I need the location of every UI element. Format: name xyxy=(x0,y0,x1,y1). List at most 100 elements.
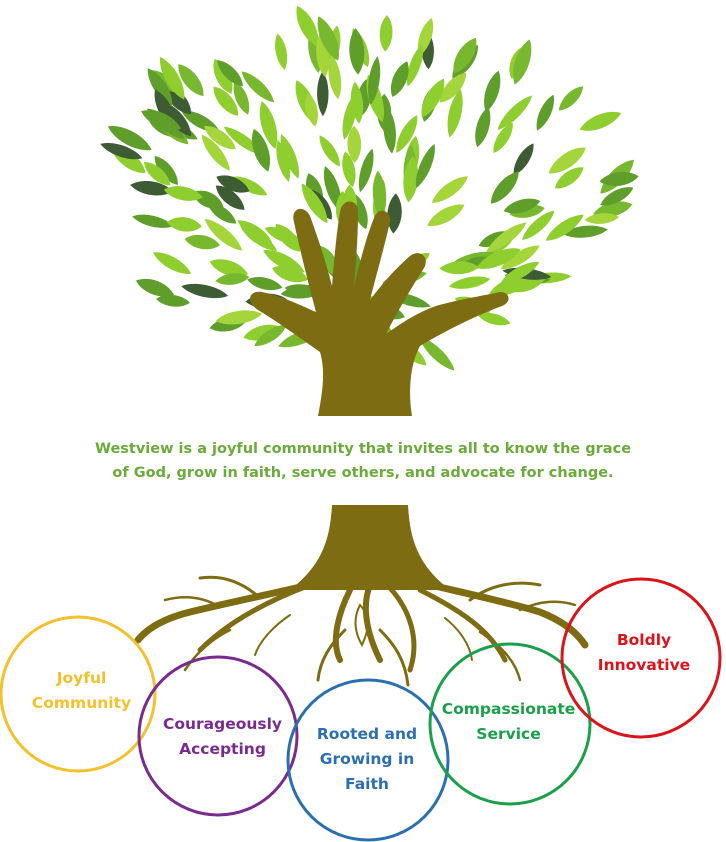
leaf-icon xyxy=(275,224,301,252)
leaf-icon xyxy=(486,222,527,252)
value-label-line: Boldly xyxy=(616,631,672,649)
leaf-icon xyxy=(167,217,202,232)
leaf-icon xyxy=(254,325,287,346)
leaf-icon xyxy=(347,125,362,163)
value-courageously-accepting: Courageously Accepting xyxy=(150,712,295,762)
leaf-icon xyxy=(584,213,619,224)
leaf-icon xyxy=(213,58,233,94)
leaf-icon xyxy=(448,276,491,289)
leaf-icon xyxy=(317,16,339,61)
value-label-line: Service xyxy=(476,725,541,743)
value-circles xyxy=(0,577,722,842)
value-label-line: Rooted and xyxy=(316,725,418,743)
hand-trunk-icon xyxy=(250,201,509,416)
leaf-icon xyxy=(280,133,300,179)
leaf-icon xyxy=(406,43,424,87)
leaf-icon xyxy=(493,122,513,154)
leaf-icon xyxy=(213,86,239,116)
leaf-icon xyxy=(489,278,528,296)
leaves-icon xyxy=(100,5,639,385)
leaf-icon xyxy=(308,33,321,74)
leaf-icon xyxy=(342,151,356,188)
leaf-icon xyxy=(513,39,532,85)
mission-statement: Westview is a joyful community that invi… xyxy=(0,437,726,485)
leaf-icon xyxy=(317,71,329,117)
mission-line-2: of God, grow in faith, serve others, and… xyxy=(112,465,614,481)
leaf-icon xyxy=(500,261,540,284)
leaf-icon xyxy=(372,170,387,220)
roots-icon xyxy=(134,505,589,687)
leaf-icon xyxy=(558,86,584,111)
leaf-icon xyxy=(500,245,540,270)
leaf-icon xyxy=(240,225,278,252)
leaf-icon xyxy=(201,134,230,171)
leaf-icon xyxy=(513,143,534,176)
leaf-icon xyxy=(107,126,152,151)
value-label-line: Community xyxy=(31,694,132,712)
leaf-icon xyxy=(184,234,220,250)
leaf-icon xyxy=(215,273,250,285)
leaf-icon xyxy=(154,156,178,185)
leaf-icon xyxy=(215,310,263,325)
leaf-icon xyxy=(358,148,374,193)
leaf-icon xyxy=(431,176,468,203)
value-compassionate-service: Compassionate Service xyxy=(436,697,581,747)
leaf-icon xyxy=(497,95,533,130)
leaf-icon xyxy=(447,89,463,138)
leaf-icon xyxy=(403,155,419,203)
leaf-icon xyxy=(415,143,435,189)
leaf-icon xyxy=(143,162,171,186)
leaf-icon xyxy=(233,81,250,115)
leaf-icon xyxy=(181,283,229,299)
value-circle xyxy=(0,615,157,773)
leaf-icon xyxy=(427,204,465,227)
leaf-icon xyxy=(554,167,584,189)
leaf-icon xyxy=(475,106,491,148)
value-label-line: Accepting xyxy=(179,740,266,758)
value-circle xyxy=(560,577,722,739)
leaf-icon xyxy=(251,128,271,172)
leaf-icon xyxy=(391,61,409,97)
leaf-icon xyxy=(328,54,342,100)
leaf-icon xyxy=(548,147,586,174)
leaf-icon xyxy=(600,187,634,206)
leaf-icon xyxy=(178,64,204,97)
leaf-icon xyxy=(562,225,608,238)
leaf-icon xyxy=(204,218,243,251)
leaf-icon xyxy=(241,71,275,103)
leaf-icon xyxy=(342,94,357,140)
leaf-icon xyxy=(319,135,340,167)
leaf-icon xyxy=(301,183,328,224)
value-circle xyxy=(286,678,450,842)
leaf-icon xyxy=(165,86,192,115)
leaf-icon xyxy=(545,214,584,241)
leaf-icon xyxy=(396,115,418,153)
leaf-icon xyxy=(503,198,541,214)
value-joyful-community: Joyful Community xyxy=(14,666,149,716)
value-label-line: Growing in xyxy=(319,750,415,768)
leaf-icon xyxy=(368,56,381,105)
leaf-icon xyxy=(141,110,182,131)
leaf-icon xyxy=(579,111,622,131)
leaf-icon xyxy=(132,214,174,228)
leaf-icon xyxy=(130,180,173,196)
leaf-icon xyxy=(379,15,393,52)
leaf-icon xyxy=(490,171,519,204)
leaf-icon xyxy=(593,201,633,217)
leaf-icon xyxy=(484,70,501,112)
leaf-icon xyxy=(421,78,445,118)
leaf-icon xyxy=(453,37,477,74)
leaf-icon xyxy=(296,5,319,47)
leaf-icon xyxy=(259,101,278,150)
leaf-icon xyxy=(215,185,245,210)
leaf-icon xyxy=(439,72,467,103)
leaf-icon xyxy=(349,28,365,75)
leaf-icon xyxy=(476,248,521,269)
leaf-icon xyxy=(207,202,237,224)
leaf-icon xyxy=(204,126,236,150)
mission-line-1: Westview is a joyful community that invi… xyxy=(94,441,632,457)
leaf-icon xyxy=(536,94,555,131)
leaf-icon xyxy=(209,259,248,277)
leaf-icon xyxy=(263,250,305,273)
